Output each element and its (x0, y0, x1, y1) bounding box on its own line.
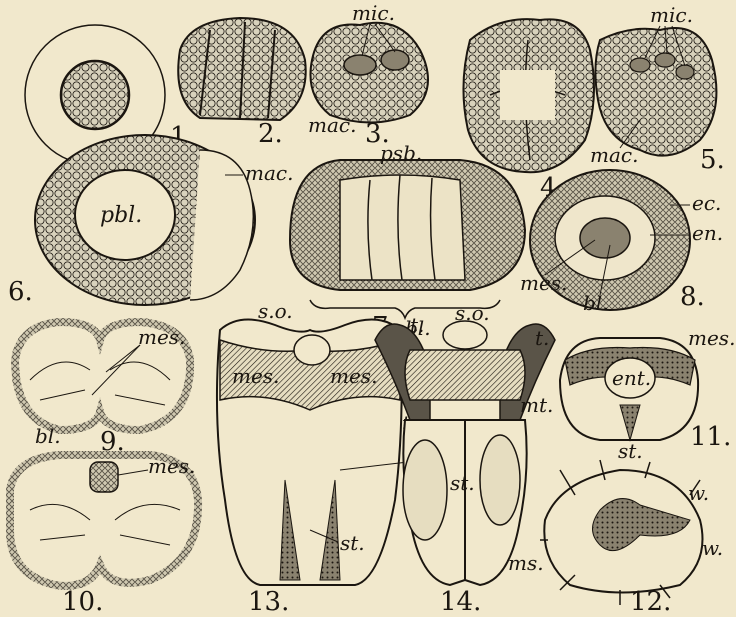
label-st-fig13: st. (340, 531, 365, 555)
figure-6: pbl. mac. 6. (8, 135, 293, 307)
label-mes-fig9: mes. (138, 325, 185, 349)
label-psb: psb. (380, 141, 422, 165)
label-en: en. (692, 221, 723, 245)
figure-number-5: 5. (700, 145, 725, 175)
figure-number-2: 2. (258, 119, 283, 149)
label-ms: ms. (508, 551, 544, 575)
figure-number-13: 13. (248, 587, 289, 617)
label-ent-fig11: ent. (612, 366, 651, 390)
label-bl-fig9: bl. (35, 424, 61, 448)
figure-number-12: 12. (630, 587, 671, 617)
figure-2: 2. (178, 18, 305, 149)
figure-number-10: 10. (62, 587, 103, 617)
label-mac-fig3: mac. (308, 113, 356, 137)
label-so-fig14: s.o. (455, 301, 490, 325)
figure-7: psb. 7. bl. (290, 141, 525, 342)
figure-11: ent. mes. st. 11. (560, 326, 735, 463)
label-bl-fig8: bl. (583, 291, 609, 315)
label-st-fig11: st. (618, 439, 643, 463)
figure-12: w. w. 12. (540, 460, 723, 617)
figure-number-8: 8. (680, 282, 705, 312)
figure-number-6: 6. (8, 277, 33, 307)
label-w-top: w. (688, 481, 709, 505)
label-mic-fig5: mic. (650, 3, 693, 27)
label-ec: ec. (692, 191, 721, 215)
label-mic-fig3: mic. (352, 1, 395, 25)
label-t-fig14-right: t. (535, 326, 549, 350)
label-mes-fig11: mes. (688, 326, 735, 350)
label-mac-fig6: mac. (245, 161, 293, 185)
label-pbl: pbl. (100, 203, 142, 228)
label-mt: mt. (520, 393, 553, 417)
figure-3: mic. mac. 3. (308, 1, 428, 149)
label-so-fig13: s.o. (258, 299, 293, 323)
label-mes-fig8: mes. (520, 271, 567, 295)
figure-14: t. s.o. t. mt. st. ms. 14. (375, 301, 555, 617)
label-mac-fig5: mac. (590, 143, 638, 167)
label-mes-fig13-left: mes. (232, 364, 279, 388)
label-mes-fig10: mes. (148, 454, 195, 478)
figure-5: mic. mac. 5. (590, 3, 725, 175)
label-st-fig14: st. (450, 471, 475, 495)
label-w-bottom: w. (702, 536, 723, 560)
figure-number-11: 11. (690, 422, 731, 452)
figure-9: mes. bl. 9. (15, 322, 190, 457)
figure-number-14: 14. (440, 587, 481, 617)
figure-10: mes. 10. (10, 454, 198, 617)
label-mes-fig13-right: mes. (330, 364, 377, 388)
label-t-fig14-left: t. (410, 313, 424, 337)
